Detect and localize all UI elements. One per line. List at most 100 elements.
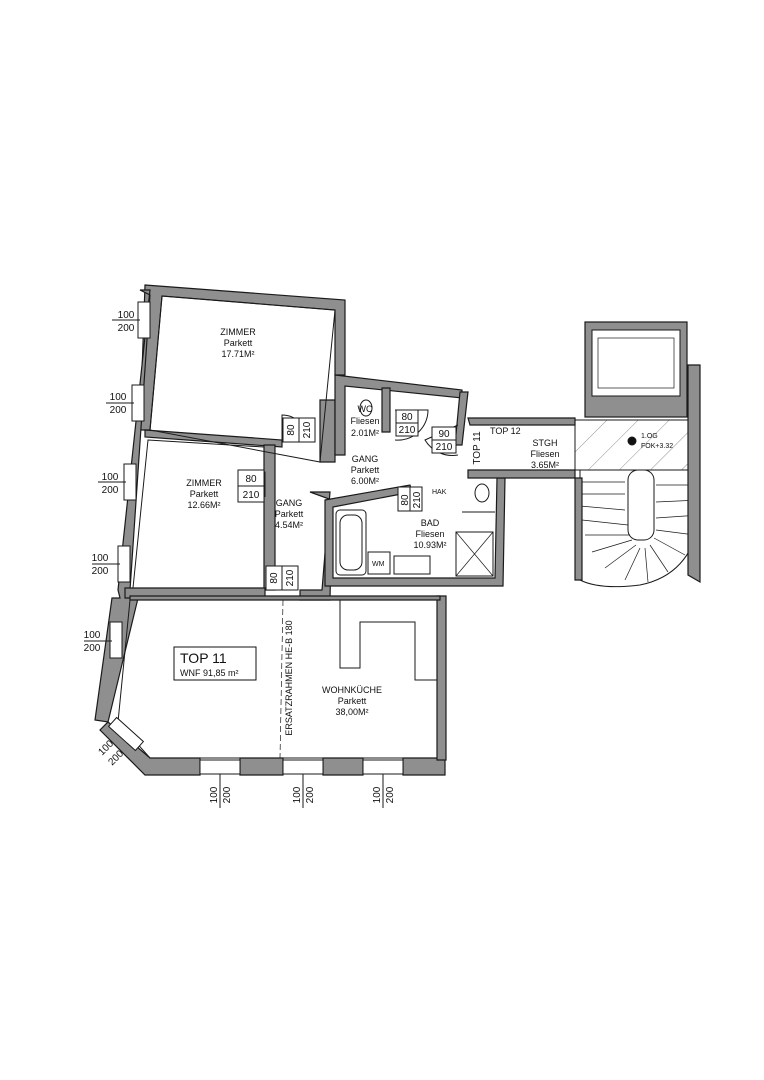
svg-text:4.54M²: 4.54M²	[275, 520, 303, 530]
unit-title: TOP 11	[180, 650, 227, 666]
svg-text:100: 100	[118, 310, 135, 321]
door-swing-4	[394, 409, 429, 441]
svg-text:10.93M²: 10.93M²	[413, 540, 446, 550]
ersatz-line	[279, 599, 284, 759]
svg-text:17.71M²: 17.71M²	[221, 349, 254, 359]
svg-text:200: 200	[110, 405, 127, 416]
door-width-1: 80	[286, 424, 297, 436]
door-height-6: 210	[412, 491, 423, 508]
door-label-box-4b	[395, 422, 419, 437]
svg-text:100: 100	[209, 786, 220, 803]
svg-text:ZIMMER: ZIMMER	[220, 327, 256, 337]
door-label-box-5b	[431, 439, 457, 454]
window-left-2: 100 200	[106, 384, 145, 422]
wall-wc	[334, 374, 463, 456]
lift-inner	[597, 337, 675, 389]
wall-right-top-zimmer	[319, 399, 336, 463]
lift-cabin	[591, 329, 681, 397]
staircase	[574, 321, 701, 588]
room-stgh: STGH Fliesen 3.65M²	[530, 438, 559, 470]
misc-labels: TOP 11 TOP 12 ERSATZRAHMEN HE-B 180 HAK …	[284, 426, 673, 736]
door-height-1: 210	[302, 421, 313, 438]
outline-zimmer1	[149, 295, 336, 463]
room-bad: BAD Fliesen 10.93M²	[413, 518, 446, 550]
unit-info-box: TOP 11 WNF 91,85 m²	[173, 646, 257, 681]
svg-text:Parkett: Parkett	[338, 696, 367, 706]
svg-text:BAD: BAD	[421, 518, 440, 528]
bathtub-inner	[339, 514, 363, 571]
stair-landing	[574, 419, 701, 471]
svg-text:Parkett: Parkett	[224, 338, 253, 348]
svg-text:Parkett: Parkett	[351, 465, 380, 475]
doors: 80 210 80 210 80 210 80 210 90 210 80 21…	[237, 409, 459, 591]
wall-wc-right	[381, 387, 391, 433]
svg-text:100: 100	[292, 786, 303, 803]
shower-diag-2	[455, 531, 494, 577]
door-label-box-2b	[237, 485, 265, 503]
svg-text:12.66M²: 12.66M²	[187, 500, 220, 510]
door-width-4: 80	[401, 412, 413, 423]
svg-text:6.00M²: 6.00M²	[351, 476, 379, 486]
door-height-2: 210	[243, 490, 260, 501]
svg-text:200: 200	[84, 643, 101, 654]
svg-text:Fliesen: Fliesen	[530, 449, 559, 459]
wall-stair-right	[687, 364, 701, 584]
svg-text:200: 200	[92, 566, 109, 577]
room-outlines	[117, 295, 495, 759]
svg-text:2.01M²: 2.01M²	[351, 428, 379, 438]
door-label-box-3b	[281, 565, 299, 591]
label-ersatzrahmen: ERSATZRAHMEN HE-B 180	[284, 620, 294, 735]
svg-text:200: 200	[118, 323, 135, 334]
window-left-5: 100 200	[84, 621, 123, 659]
windows-bottom: 100 200 100 200 100 200	[199, 759, 404, 808]
bathtub	[335, 509, 367, 576]
svg-text:ZIMMER: ZIMMER	[186, 478, 222, 488]
room-zimmer-2: ZIMMER Parkett 12.66M²	[186, 478, 222, 510]
window-bottom-1: 100 200	[199, 759, 241, 808]
washing-machine	[367, 551, 391, 575]
svg-text:38,00M²: 38,00M²	[335, 707, 368, 717]
door-height-5: 210	[436, 442, 453, 453]
door-height-3: 210	[285, 569, 296, 586]
svg-text:Fliesen: Fliesen	[350, 416, 379, 426]
window-left-4: 100 200	[92, 545, 131, 583]
wall-kitchen-top	[129, 595, 441, 601]
walls	[94, 284, 576, 776]
svg-text:GANG: GANG	[352, 454, 379, 464]
svg-text:200: 200	[385, 786, 396, 803]
door-width-6: 80	[400, 494, 411, 506]
door-label-box-1b	[298, 417, 316, 443]
shower	[455, 531, 494, 577]
wall-bottom-facade-2	[239, 757, 284, 776]
svg-text:WOHNKÜCHE: WOHNKÜCHE	[322, 685, 382, 695]
kitchen-counter	[325, 599, 437, 681]
window-bottom-2: 100 200	[282, 759, 324, 808]
window-left-3: 100 200	[98, 463, 137, 501]
label-hak: HAK	[432, 489, 447, 496]
window-bottom-3: 100 200	[362, 759, 404, 808]
label-wm: WM	[372, 561, 385, 568]
svg-text:Parkett: Parkett	[275, 509, 304, 519]
wall-corridor-bottom	[467, 469, 576, 479]
door-width-5: 90	[438, 429, 450, 440]
svg-text:200: 200	[222, 786, 233, 803]
label-level: 1.OG	[641, 433, 658, 440]
svg-text:100: 100	[84, 630, 101, 641]
wall-gang6-right	[454, 391, 469, 446]
vanity	[393, 555, 431, 575]
wall-kitchen-right	[436, 595, 447, 761]
wall-bottom-facade-3	[322, 757, 364, 776]
door-label-box-6b	[409, 486, 423, 512]
wall-corridor-top	[467, 417, 576, 426]
svg-text:GANG: GANG	[276, 498, 303, 508]
door-width-2: 80	[245, 474, 257, 485]
svg-text:STGH: STGH	[532, 438, 557, 448]
stair-flight	[579, 470, 701, 588]
bad-toilet	[474, 483, 490, 503]
wc-toilet	[359, 399, 373, 417]
svg-text:Parkett: Parkett	[190, 489, 219, 499]
wall-stair-left	[574, 477, 583, 581]
svg-text:200: 200	[305, 786, 316, 803]
outline-zimmer2	[132, 439, 265, 589]
